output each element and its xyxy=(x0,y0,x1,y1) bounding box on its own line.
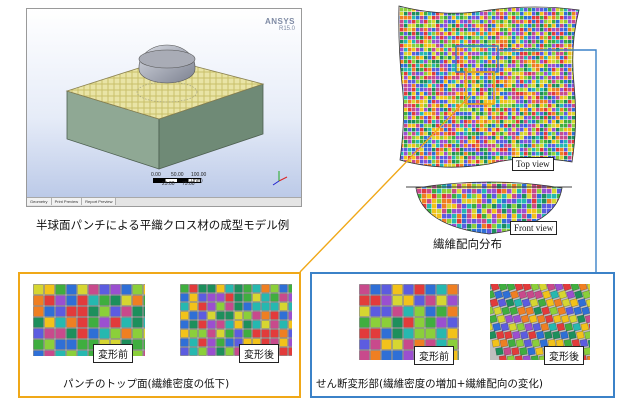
punch-after-image xyxy=(180,284,292,356)
orange-connector xyxy=(299,95,471,273)
ansys-viewport: ANSYS R15.0 0.00 50.00 100.00 (mm) 25.00… xyxy=(26,8,302,207)
punch-after-tag: 変形後 xyxy=(239,344,279,363)
blue-connector xyxy=(498,49,597,272)
fiber-orientation-illustration xyxy=(398,5,580,235)
scale-bar: 0.00 50.00 100.00 (mm) 25.00 75.00 xyxy=(151,172,207,187)
shear-before-image xyxy=(359,284,459,360)
punch-before-tag: 変形前 xyxy=(93,344,133,363)
shear-before-tag: 変形前 xyxy=(414,346,454,365)
orientation-caption: 繊維配向分布 xyxy=(433,237,502,251)
front-view-label: Front view xyxy=(510,221,558,235)
axis-triad-icon xyxy=(272,171,288,186)
shear-after-tag: 変形後 xyxy=(544,346,584,365)
tab-print-preview[interactable]: Print Preview xyxy=(51,198,83,205)
tab-report-preview[interactable]: Report Preview xyxy=(82,198,117,205)
fabric-sheet xyxy=(65,58,265,120)
punch-panel-title: パンチのトップ面(繊維密度の低下) xyxy=(63,378,230,390)
shear-zone-panel: 変形前 変形後 せん断変形部(繊維密度の増加+繊維配向の変化) xyxy=(310,272,615,398)
punch-top-panel: 変形前 変形後 パンチのトップ面(繊維密度の低下) xyxy=(18,272,301,398)
model-caption: 半球面パンチによる平織クロス材の成型モデル例 xyxy=(36,218,290,232)
ansys-logo: ANSYS R15.0 xyxy=(264,17,295,32)
shear-after-image xyxy=(490,284,590,360)
tab-geometry[interactable]: Geometry xyxy=(27,198,52,205)
punch-model-illustration xyxy=(65,44,288,186)
top-view-label: Top view xyxy=(512,157,554,171)
orientation-map xyxy=(396,4,582,236)
shear-panel-title: せん断変形部(繊維密度の増加+繊維配向の変化) xyxy=(316,378,543,390)
punch-top-region-marker xyxy=(465,71,495,105)
